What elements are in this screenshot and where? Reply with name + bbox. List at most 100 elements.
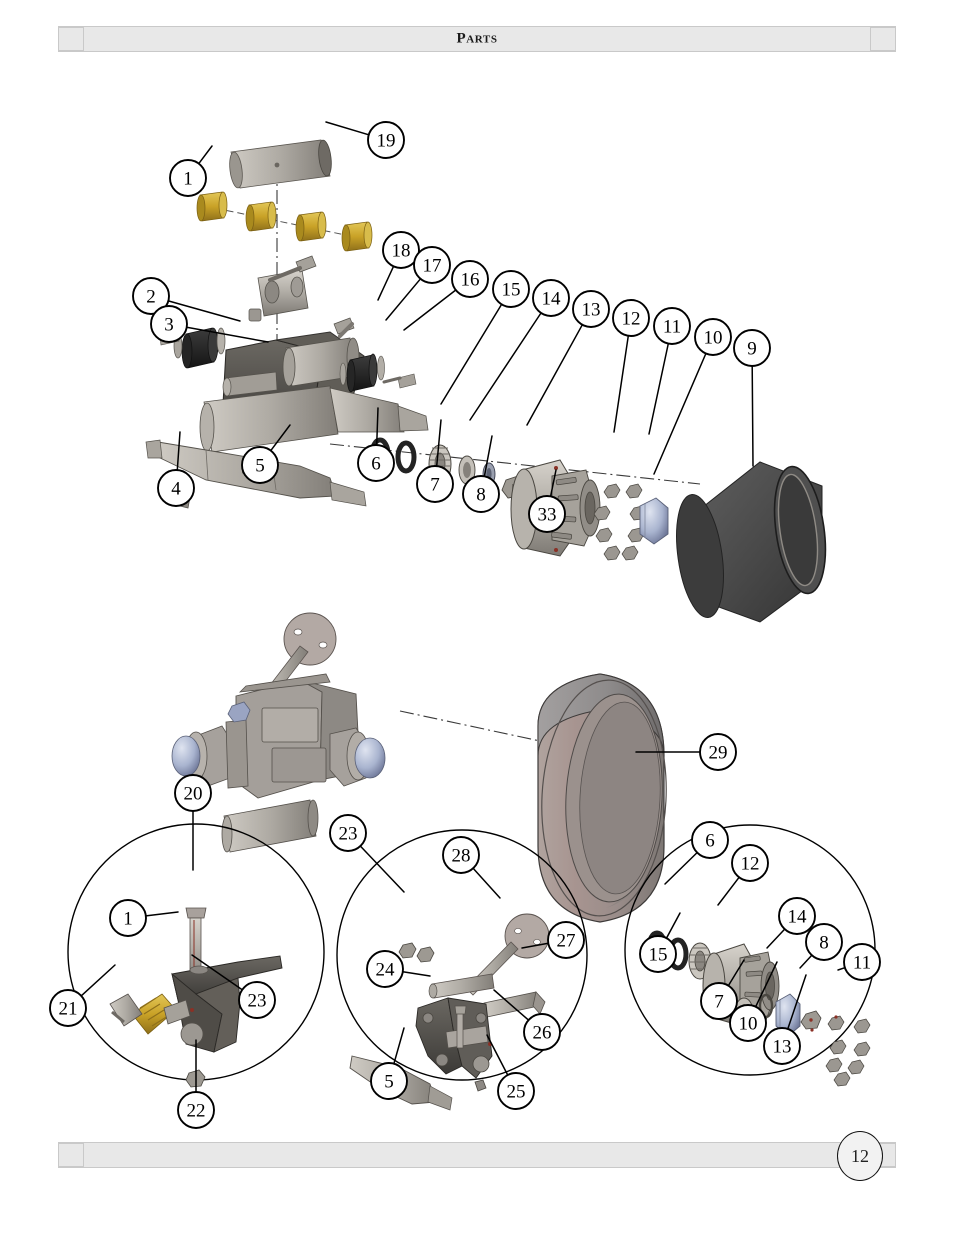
- callout-leader-26: [493, 989, 530, 1021]
- callout-circle-20[interactable]: [174, 774, 212, 812]
- detail-b-ring: [336, 829, 588, 1081]
- part-25-pin: [474, 1079, 487, 1092]
- callout-number-5: 5: [255, 456, 265, 477]
- callout-circle-1[interactable]: [169, 159, 207, 197]
- callout-circle-23[interactable]: [238, 981, 276, 1019]
- callout-circle-15[interactable]: [639, 935, 677, 973]
- callout-number-10: 10: [704, 328, 723, 349]
- callout-circle-7[interactable]: [700, 982, 738, 1020]
- callout-circle-6[interactable]: [357, 444, 395, 482]
- callout-leader-4: [176, 431, 181, 471]
- callout-circle-24[interactable]: [366, 950, 404, 988]
- callout-circle-16[interactable]: [451, 260, 489, 298]
- callout-leader-17: [385, 278, 422, 321]
- callout-number-18: 18: [392, 241, 411, 262]
- callout-number-20: 20: [184, 784, 203, 805]
- page-number: 12: [837, 1131, 883, 1181]
- axle-frame-assembly: [171, 673, 386, 853]
- header-left-cap: [58, 27, 84, 51]
- callout-number-33: 33: [538, 505, 557, 526]
- callout-circle-7[interactable]: [416, 465, 454, 503]
- callout-leader-15: [665, 912, 681, 939]
- part-23-bracket-detail: [163, 955, 283, 1053]
- callout-circle-13[interactable]: [572, 290, 610, 328]
- part-29-tire: [537, 673, 667, 923]
- assembly-axis: [399, 710, 541, 742]
- part-21-pin: [109, 993, 143, 1027]
- callout-circle-1[interactable]: [109, 899, 147, 937]
- callout-circle-28[interactable]: [442, 836, 480, 874]
- callout-leader-7: [435, 419, 442, 467]
- callout-circle-21[interactable]: [49, 989, 87, 1027]
- callout-leader-18: [377, 265, 395, 301]
- callout-circle-18[interactable]: [382, 231, 420, 269]
- callout-circle-33[interactable]: [528, 495, 566, 533]
- callout-leader-8: [799, 954, 813, 969]
- callout-circle-23[interactable]: [329, 814, 367, 852]
- callout-leader-23: [359, 845, 405, 893]
- part-9-drum: [676, 461, 827, 623]
- callout-leader-13: [787, 974, 807, 1030]
- callout-circle-17[interactable]: [413, 246, 451, 284]
- callout-circle-5[interactable]: [370, 1062, 408, 1100]
- callout-number-15: 15: [502, 280, 521, 301]
- callout-leader-33: [549, 469, 557, 498]
- callout-circle-29[interactable]: [699, 733, 737, 771]
- callout-circle-12[interactable]: [731, 844, 769, 882]
- callout-circle-8[interactable]: [462, 475, 500, 513]
- callout-number-14: 14: [788, 907, 808, 928]
- callout-circle-11[interactable]: [843, 943, 881, 981]
- callout-circle-14[interactable]: [778, 897, 816, 935]
- callout-circle-22[interactable]: [177, 1091, 215, 1129]
- callout-number-12: 12: [741, 854, 760, 875]
- callout-number-26: 26: [533, 1023, 552, 1044]
- callout-number-13: 13: [582, 300, 601, 321]
- part-1-bushing-detail: [131, 993, 177, 1035]
- callout-number-27: 27: [557, 931, 576, 952]
- callout-number-23: 23: [248, 991, 267, 1012]
- callout-circle-15[interactable]: [492, 270, 530, 308]
- page-title: Parts: [456, 30, 498, 47]
- callout-number-24: 24: [376, 960, 396, 981]
- callout-circle-14[interactable]: [532, 279, 570, 317]
- callout-number-22: 22: [187, 1101, 206, 1122]
- callout-circle-12[interactable]: [612, 299, 650, 337]
- callout-circle-27[interactable]: [547, 921, 585, 959]
- callout-leader-24: [402, 971, 431, 977]
- right-rubber-bumper: [339, 353, 385, 393]
- callout-circle-6[interactable]: [691, 821, 729, 859]
- callout-circle-19[interactable]: [367, 121, 405, 159]
- callout-leader-21: [80, 964, 116, 997]
- callout-number-3: 3: [164, 315, 174, 336]
- callout-leader-23: [191, 954, 243, 991]
- callout-number-10: 10: [739, 1014, 758, 1035]
- callout-number-5: 5: [384, 1072, 394, 1093]
- callout-number-15: 15: [649, 945, 668, 966]
- callout-circle-8[interactable]: [805, 923, 843, 961]
- callout-circle-13[interactable]: [763, 1027, 801, 1065]
- callout-circle-25[interactable]: [497, 1072, 535, 1110]
- callout-circle-26[interactable]: [523, 1013, 561, 1051]
- part-19-tube: [229, 139, 332, 189]
- callout-circle-9[interactable]: [733, 329, 771, 367]
- callout-leader-13: [526, 324, 584, 426]
- callout-circle-11[interactable]: [653, 307, 691, 345]
- callout-number-6: 6: [705, 831, 715, 852]
- left-hub: [171, 719, 249, 789]
- callout-leader-6: [664, 851, 698, 885]
- callout-circle-4[interactable]: [157, 469, 195, 507]
- callout-number-11: 11: [853, 953, 871, 974]
- part-23-nuts-detail: [398, 942, 435, 963]
- callout-circle-3[interactable]: [150, 305, 188, 343]
- callout-circle-10[interactable]: [729, 1004, 767, 1042]
- callout-circle-5[interactable]: [241, 446, 279, 484]
- callout-leader-5: [270, 424, 291, 452]
- callout-number-7: 7: [714, 992, 724, 1013]
- callout-circle-2[interactable]: [132, 277, 170, 315]
- assembled-view: 29: [171, 612, 737, 923]
- callout-circle-10[interactable]: [694, 318, 732, 356]
